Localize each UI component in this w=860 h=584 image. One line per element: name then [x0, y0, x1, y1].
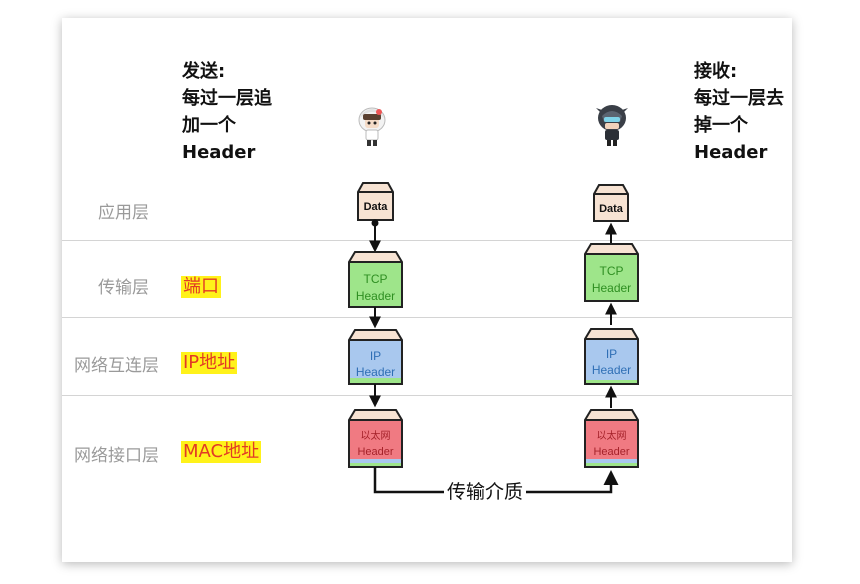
receiver-note-line: 接收:	[694, 61, 738, 82]
sender-note-line: 发送:	[182, 61, 226, 82]
receiver-note-line: Header	[694, 142, 768, 163]
receiver-eth-label: 以太网	[597, 429, 627, 442]
sender-tcp-label: TCP	[364, 272, 388, 286]
receiver-tcp-header-label: Header	[592, 281, 631, 295]
tag-mac-address: MAC地址	[181, 441, 262, 463]
receiver-note-line: 掉一个	[694, 115, 748, 136]
sender-note: 发送: 每过一层追 加一个 Header	[182, 58, 272, 166]
sender-avatar-icon	[358, 107, 386, 146]
receiver-ip-label: IP	[606, 347, 617, 361]
receiver-eth-packet: 以太网 Header	[584, 409, 639, 468]
receiver-eth-header-label: Header	[593, 446, 629, 458]
sender-tcp-packet: TCP Header	[348, 251, 403, 308]
tag-port: 端口	[181, 276, 221, 298]
layer-label-application: 应用层	[98, 203, 149, 223]
sender-eth-header-label: Header	[357, 446, 393, 458]
receiver-data-label: Data	[599, 203, 624, 215]
sender-note-line: 每过一层追	[182, 88, 272, 109]
receiver-stack: Data TCP Header IP Header	[584, 184, 639, 468]
sender-note-line: Header	[182, 142, 256, 163]
tag-ip-address: IP地址	[181, 352, 238, 374]
receiver-ip-packet: IP Header	[584, 328, 639, 385]
layer-divider	[62, 240, 792, 241]
sender-ip-header-label: Header	[356, 365, 395, 379]
sender-data-packet: Data	[357, 182, 394, 221]
receiver-ip-header-label: Header	[592, 363, 631, 377]
layer-label-network: 网络互连层	[74, 356, 159, 376]
sender-eth-packet: 以太网 Header	[348, 409, 403, 468]
receiver-tcp-label: TCP	[600, 264, 624, 278]
sender-note-line: 加一个	[182, 115, 236, 136]
receiver-note: 接收: 每过一层去 掉一个 Header	[694, 58, 784, 166]
layer-divider	[62, 395, 792, 396]
sender-ip-packet: IP Header	[348, 329, 403, 385]
sender-eth-label: 以太网	[361, 429, 391, 442]
sender-stack: Data TCP Header IP Header	[348, 182, 403, 468]
receiver-note-line: 每过一层去	[694, 88, 784, 109]
transmission-medium-label: 传输介质	[444, 481, 527, 503]
receiver-avatar-icon	[596, 105, 628, 146]
receiver-tcp-packet: TCP Header	[584, 243, 639, 302]
layer-label-link: 网络接口层	[74, 446, 159, 466]
layer-divider	[62, 317, 792, 318]
sender-data-label: Data	[364, 201, 389, 213]
sender-tcp-header-label: Header	[356, 289, 395, 303]
sender-ip-label: IP	[370, 349, 381, 363]
receiver-data-packet: Data	[593, 184, 629, 222]
layer-label-transport: 传输层	[98, 278, 149, 298]
